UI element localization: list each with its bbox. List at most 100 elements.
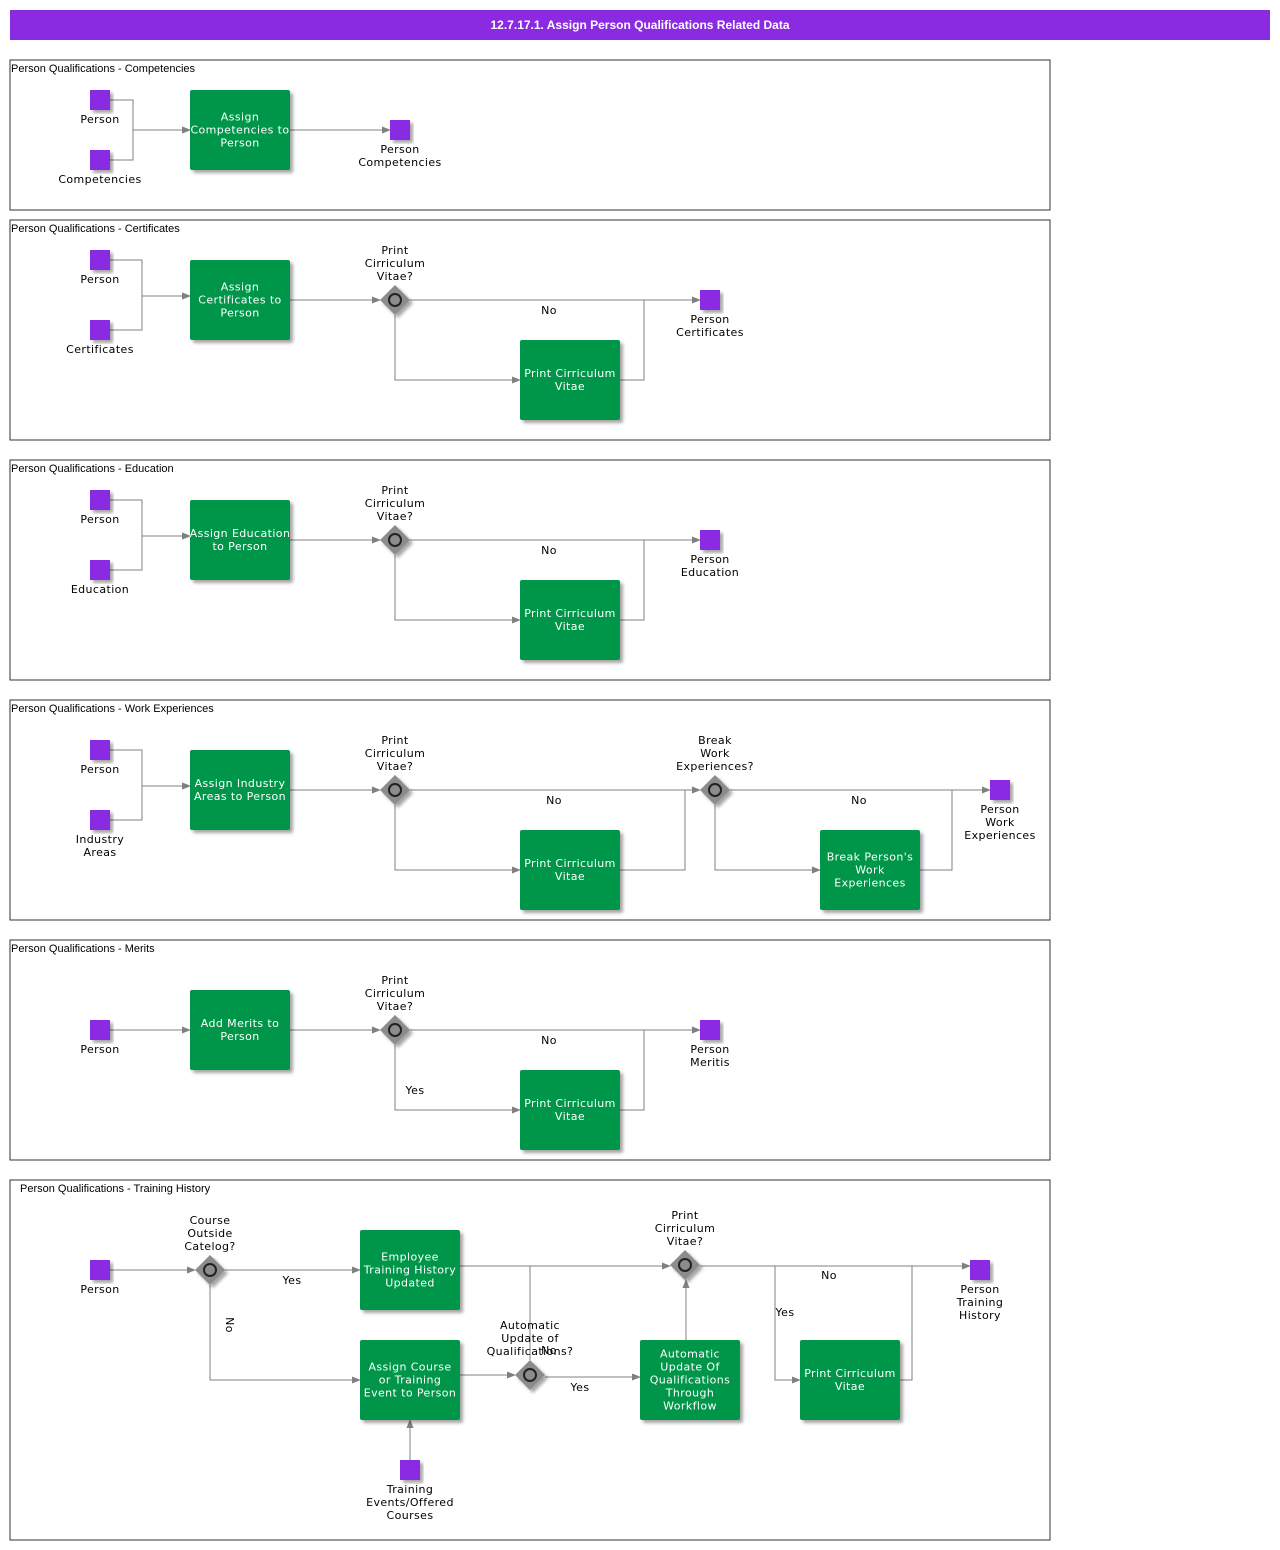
- sequence-flow: [394, 1045, 521, 1114]
- data-object-person-competencies-icon[interactable]: [390, 120, 410, 140]
- data-object-training-events-icon[interactable]: [400, 1460, 420, 1480]
- gateway-print-cv-marker-icon: [388, 1023, 402, 1037]
- gateway-break-work-diamond[interactable]: [700, 775, 730, 805]
- data-object-industry-areas-icon[interactable]: [90, 810, 110, 830]
- task-print-cv-box[interactable]: [520, 830, 620, 910]
- gateway-print-cv-diamond[interactable]: [670, 1250, 700, 1280]
- sequence-flow: [110, 292, 191, 331]
- sequence-flow: [209, 1285, 361, 1384]
- pool-label: Person Qualifications - Merits: [11, 943, 155, 955]
- task-add-merits-box[interactable]: [190, 990, 290, 1070]
- data-object-person-icon[interactable]: [90, 1020, 110, 1040]
- flow-label-yes-print: Yes: [775, 1306, 795, 1319]
- gateway-print-cv-diamond[interactable]: [380, 525, 410, 555]
- data-object-person-icon[interactable]: [90, 740, 110, 760]
- data-object-person-education-icon[interactable]: [700, 530, 720, 550]
- data-object-person-icon[interactable]: [90, 90, 110, 110]
- sequence-flow: [774, 1266, 801, 1384]
- page-title: 12.7.17.1. Assign Person Qualifications …: [10, 10, 1270, 40]
- data-object-education-label: Education: [71, 583, 129, 596]
- data-object-person-merits-icon[interactable]: [700, 1020, 720, 1040]
- gateway-print-cv-diamond[interactable]: [380, 1015, 410, 1045]
- data-object-education-icon[interactable]: [90, 560, 110, 580]
- task-assign-course-box[interactable]: [360, 1340, 460, 1420]
- data-object-person-icon[interactable]: [90, 250, 110, 270]
- data-object-person-work-experiences-icon[interactable]: [990, 780, 1010, 800]
- data-object-education[interactable]: Education: [71, 560, 129, 596]
- task-print-cv-box[interactable]: [520, 340, 620, 420]
- task-employee-training-updated-box[interactable]: [360, 1230, 460, 1310]
- task-print-cv-box[interactable]: [800, 1340, 900, 1420]
- data-object-person-icon[interactable]: [90, 1260, 110, 1280]
- task-break-work-experiences-box[interactable]: [820, 830, 920, 910]
- data-object-person-training-history-icon[interactable]: [970, 1260, 990, 1280]
- task-assign-education-box[interactable]: [190, 500, 290, 580]
- data-object-certificates[interactable]: Certificates: [66, 320, 134, 356]
- task-print-cv-box[interactable]: [520, 580, 620, 660]
- task-print-cv-box[interactable]: [520, 1070, 620, 1150]
- task-assign-industry-areas-box[interactable]: [190, 750, 290, 830]
- gateway-automatic-update-diamond[interactable]: [515, 1360, 545, 1390]
- data-object-person[interactable]: Person: [80, 90, 119, 126]
- data-object-person[interactable]: Person: [80, 740, 119, 776]
- sequence-flow: [110, 532, 191, 571]
- task-assign-certificates-box[interactable]: [190, 260, 290, 340]
- data-object-competencies[interactable]: Competencies: [58, 150, 141, 186]
- data-object-person[interactable]: Person: [80, 250, 119, 286]
- flow-label-no: No: [541, 304, 557, 317]
- data-object-person-icon[interactable]: [90, 490, 110, 510]
- gateway-print-cv-marker-icon: [388, 293, 402, 307]
- task-automatic-update-box[interactable]: [640, 1340, 740, 1420]
- data-object-person[interactable]: Person: [80, 490, 119, 526]
- gateway-course-outside-diamond[interactable]: [195, 1255, 225, 1285]
- gateway-print-cv-diamond[interactable]: [380, 285, 410, 315]
- data-object-person[interactable]: Person: [80, 1020, 119, 1056]
- data-object-person-certificates-icon[interactable]: [700, 290, 720, 310]
- gateway-print-cv-diamond[interactable]: [380, 775, 410, 805]
- data-object-competencies-icon[interactable]: [90, 150, 110, 170]
- data-object-person[interactable]: Person: [80, 1260, 119, 1296]
- data-object-certificates-icon[interactable]: [90, 320, 110, 340]
- task-assign-competencies-box[interactable]: [190, 90, 290, 170]
